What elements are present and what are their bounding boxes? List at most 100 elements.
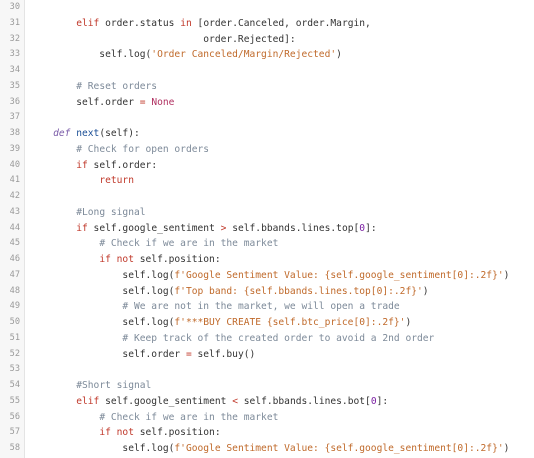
code-token [30, 144, 76, 155]
code-token: 0 [359, 222, 366, 234]
code-line[interactable]: 40 if self.order: [0, 158, 534, 174]
code-token: self.log( [30, 317, 175, 328]
code-line[interactable]: 39 # Check for open orders [0, 142, 534, 158]
line-number: 57 [9, 427, 20, 438]
line-number: 58 [9, 443, 20, 453]
code-token: self.position: [133, 254, 221, 265]
code-token: # We are not in the market, we will open… [122, 301, 400, 313]
code-token: self.log( [30, 285, 175, 297]
code-line[interactable]: 32 order.Rejected]: [0, 32, 534, 48]
code-token [30, 301, 122, 312]
code-line[interactable]: 52 self.order = self.buy() [0, 347, 534, 363]
code-token: self.log( [30, 443, 175, 454]
code-token [30, 380, 76, 391]
code-text: if not self.position: [30, 425, 221, 441]
code-line[interactable]: 51 # Keep track of the created order to … [0, 331, 534, 347]
code-line[interactable]: 53 [0, 362, 534, 378]
code-text: self.log(f'Top band: {self.bbands.lines.… [30, 284, 429, 300]
code-token: self.order: [87, 159, 158, 171]
code-line[interactable]: 47 self.log(f'Google Sentiment Value: {s… [0, 268, 534, 284]
code-text: if not self.position: [30, 252, 221, 268]
code-token: if not [99, 427, 134, 439]
code-line[interactable]: 46 if not self.position: [0, 252, 534, 268]
code-line[interactable]: 55 elif self.google_sentiment < self.bba… [0, 394, 534, 410]
code-line[interactable]: 49 # We are not in the market, we will o… [0, 299, 534, 315]
code-line[interactable]: 50 self.log(f'***BUY CREATE {self.btc_pr… [0, 315, 534, 331]
code-token: < [232, 395, 238, 407]
code-line[interactable]: 43 #Long signal [0, 205, 534, 221]
code-line[interactable]: 37 [0, 110, 534, 126]
code-line[interactable]: 56 # Check if we are in the market [0, 410, 534, 426]
code-token: # Check if we are in the market [99, 238, 279, 250]
code-token: self.buy() [191, 348, 256, 360]
code-token: f'Google Sentiment Value: {self.google_s… [174, 269, 504, 281]
code-line[interactable]: 34 [0, 63, 534, 79]
code-token: # Check for open orders [76, 143, 210, 155]
code-token: [order.Canceled, order.Margin, [191, 17, 371, 29]
line-number: 38 [9, 128, 20, 138]
code-line[interactable]: 41 return [0, 173, 534, 189]
code-line[interactable]: 36 self.order = None [0, 95, 534, 111]
code-line[interactable]: 35 # Reset orders [0, 79, 534, 95]
code-token: if [76, 159, 88, 171]
code-token: order.Rejected]: [30, 33, 296, 45]
line-number: 51 [9, 332, 20, 343]
line-number: 40 [9, 159, 20, 170]
code-token: ) [422, 285, 429, 297]
code-line[interactable]: 30 [0, 0, 534, 16]
code-token: if [76, 222, 88, 234]
line-number: 52 [9, 348, 20, 359]
code-token: self.order [30, 348, 186, 360]
code-token: #Long signal [76, 206, 146, 218]
line-number: 54 [9, 380, 20, 390]
code-line[interactable]: 42 [0, 189, 534, 205]
code-token [30, 427, 99, 438]
code-token [30, 81, 76, 92]
code-line[interactable]: 45 # Check if we are in the market [0, 236, 534, 252]
code-token: self.log( [30, 269, 175, 281]
code-token [30, 254, 99, 265]
code-text: # We are not in the market, we will open… [30, 299, 400, 315]
code-line[interactable]: 58 self.log(f'Google Sentiment Value: {s… [0, 441, 534, 457]
code-text: order.Rejected]: [30, 32, 296, 48]
code-token [30, 160, 76, 171]
line-number: 39 [9, 143, 20, 154]
code-text: self.order = None [30, 95, 174, 111]
line-number: 36 [9, 96, 20, 107]
code-line[interactable]: 33 self.log('Order Canceled/Margin/Rejec… [0, 47, 534, 63]
code-token: ) [503, 443, 510, 454]
code-token: 'Order Canceled/Margin/Rejected' [151, 49, 337, 61]
code-text: # Reset orders [30, 79, 157, 95]
code-token: return [99, 175, 134, 187]
code-token: self.order [30, 96, 140, 108]
line-number: 30 [9, 2, 20, 12]
code-token: elif [76, 17, 100, 29]
code-token [30, 223, 76, 234]
code-line[interactable]: 57 if not self.position: [0, 425, 534, 441]
code-token: = [139, 96, 146, 108]
code-token [30, 333, 122, 344]
code-line[interactable]: 44 if self.google_sentiment > self.bband… [0, 221, 534, 237]
code-token: ) [336, 49, 342, 61]
code-token: if not [99, 254, 134, 265]
line-number-gutter [0, 0, 25, 458]
code-token: self.position: [133, 427, 221, 439]
code-token: (self): [99, 128, 140, 139]
code-text: self.log(f'***BUY CREATE {self.btc_price… [30, 315, 411, 331]
code-text: # Check if we are in the market [30, 236, 278, 252]
code-token: self.google_sentiment [87, 222, 221, 234]
code-token: > [220, 222, 227, 234]
code-line[interactable]: 54 #Short signal [0, 378, 534, 394]
code-token: next [76, 128, 100, 139]
code-token [30, 18, 76, 29]
code-token: # Reset orders [76, 80, 158, 92]
code-token: ) [405, 317, 412, 328]
code-line[interactable]: 38 def next(self): [0, 126, 534, 142]
line-number: 56 [9, 411, 20, 422]
code-line[interactable]: 48 self.log(f'Top band: {self.bbands.lin… [0, 284, 534, 300]
code-token: f'Top band: {self.bbands.lines.top[0]:.2… [174, 285, 423, 297]
code-line[interactable]: 31 elif order.status in [order.Canceled,… [0, 16, 534, 32]
line-number: 35 [9, 80, 20, 91]
code-text: if self.google_sentiment > self.bbands.l… [30, 221, 376, 237]
